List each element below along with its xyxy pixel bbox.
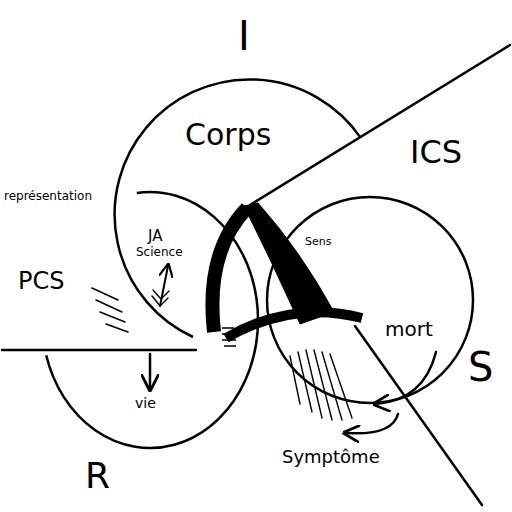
ring-heading: S xyxy=(468,345,493,389)
representation-label: représentation xyxy=(4,190,92,203)
sens-label: Sens xyxy=(305,236,331,248)
vie-label: vie xyxy=(135,396,156,411)
symptome-label: Symptôme xyxy=(282,447,380,467)
ics-label: ICS xyxy=(410,135,462,170)
ring-heading: I xyxy=(238,14,250,58)
pcs-label: PCS xyxy=(18,268,64,294)
ja-label: JA xyxy=(148,228,162,245)
corps-label: Corps xyxy=(185,118,271,151)
science-label: Science xyxy=(136,246,183,259)
ring-heading: R xyxy=(85,456,110,496)
symbolic-ring: S xyxy=(265,195,475,405)
ring-outline xyxy=(265,195,475,405)
mort-label: mort xyxy=(385,318,433,340)
